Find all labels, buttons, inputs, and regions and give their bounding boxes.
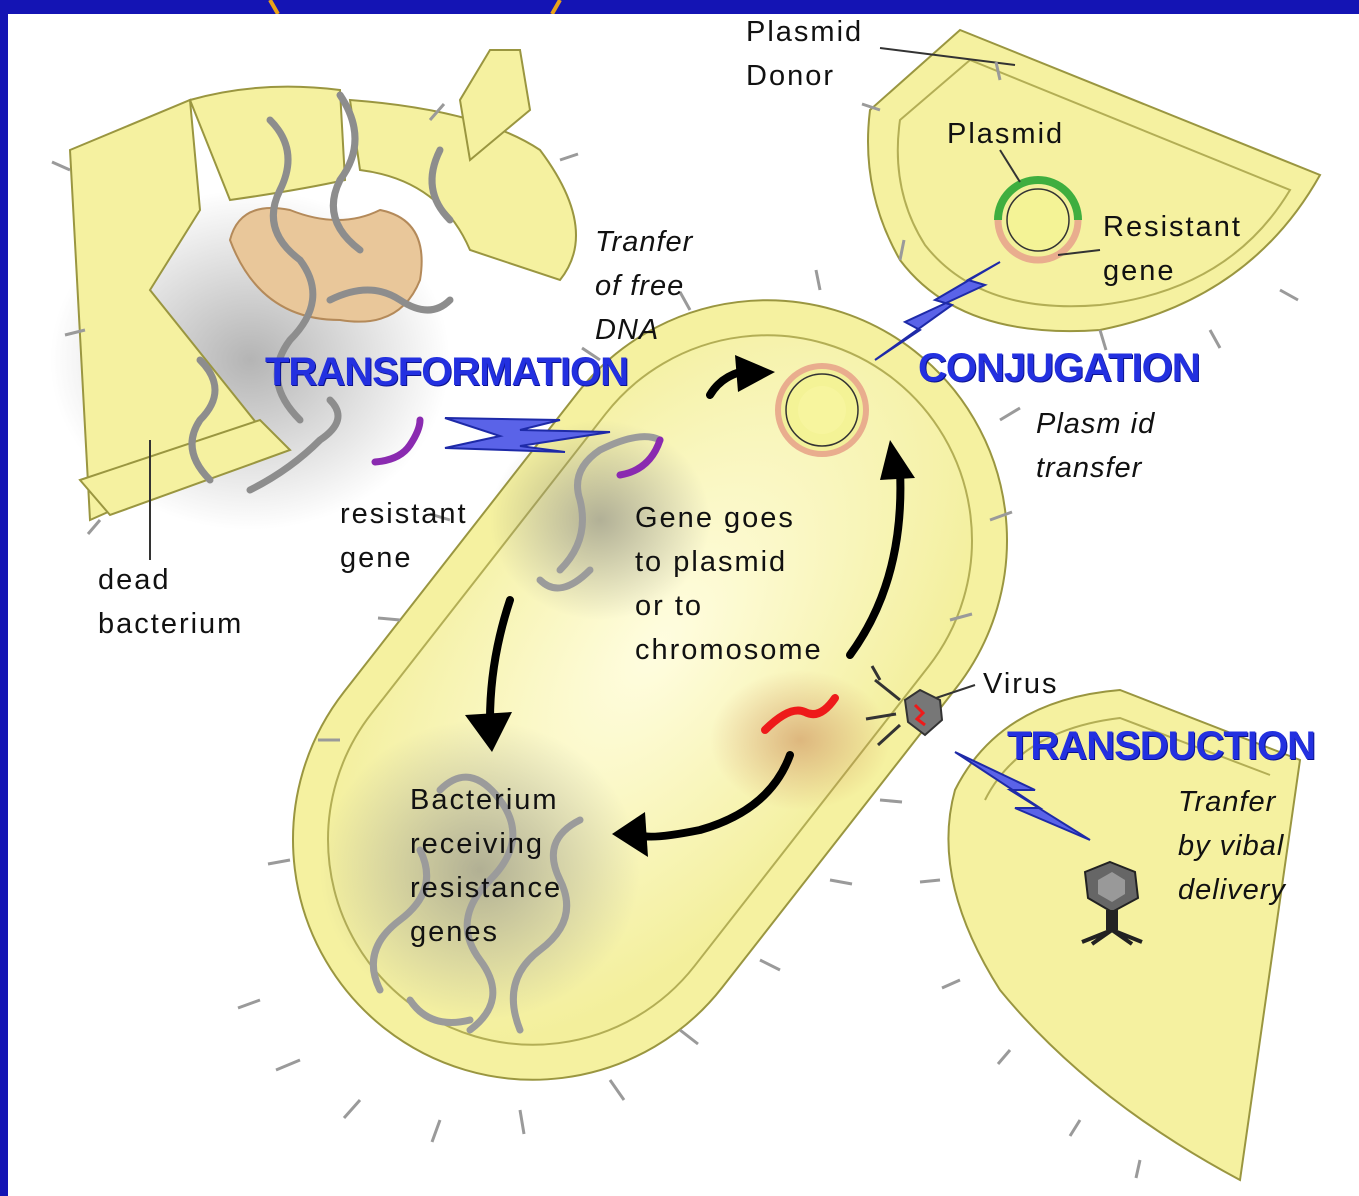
plasmid-label: Plasmid xyxy=(947,112,1064,156)
plasmid-transfer-label: Plasm id transfer xyxy=(1036,402,1155,490)
plasmid-donor-cell xyxy=(862,30,1320,350)
conjugation-title: CONJUGATION xyxy=(918,346,1200,390)
resistant-gene-label: resistant gene xyxy=(340,492,468,580)
resistant-gene-plasmid-label: Resistant gene xyxy=(1103,205,1242,293)
dead-bacterium-label: dead bacterium xyxy=(98,558,243,646)
virus-label: Virus xyxy=(983,662,1059,706)
transfer-free-dna-label: Tranfer of free DNA xyxy=(595,220,693,352)
transduction-title: TRANSDUCTION xyxy=(1007,724,1315,768)
transfer-viral-label: Tranfer by vibal delivery xyxy=(1178,780,1286,912)
transformation-title: TRANSFORMATION xyxy=(265,350,628,394)
received-plasmid xyxy=(778,366,866,454)
bacterium-receiving-label: Bacterium receiving resistance genes xyxy=(410,778,562,954)
plasmid-donor-label: Plasmid Donor xyxy=(746,10,863,98)
gene-goes-label: Gene goes to plasmid or to chromosome xyxy=(635,496,823,672)
